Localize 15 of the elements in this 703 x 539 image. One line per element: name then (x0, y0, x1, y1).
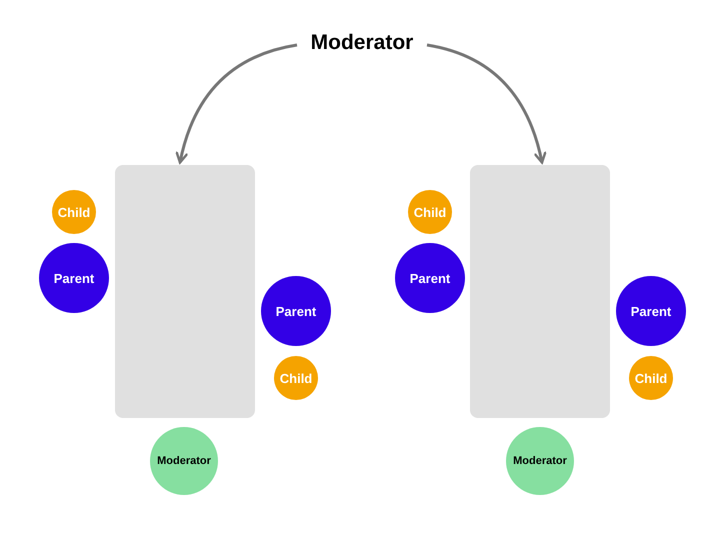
moderator-heading: Moderator (299, 29, 425, 57)
child-circle: Child (52, 190, 96, 234)
child-circle: Child (629, 356, 673, 400)
curved-arrow (176, 44, 298, 164)
parent-circle: Parent (261, 276, 331, 346)
table (115, 164, 255, 418)
curved-arrow (426, 44, 546, 164)
table (470, 164, 610, 418)
parent-circle: Parent (39, 243, 109, 313)
parent-circle: Parent (395, 243, 465, 313)
child-circle: Child (408, 190, 452, 234)
child-circle: Child (274, 356, 318, 400)
parent-circle: Parent (616, 276, 686, 346)
moderator-circle: Moderator (150, 427, 218, 495)
moderator-circle: Moderator (506, 427, 574, 495)
